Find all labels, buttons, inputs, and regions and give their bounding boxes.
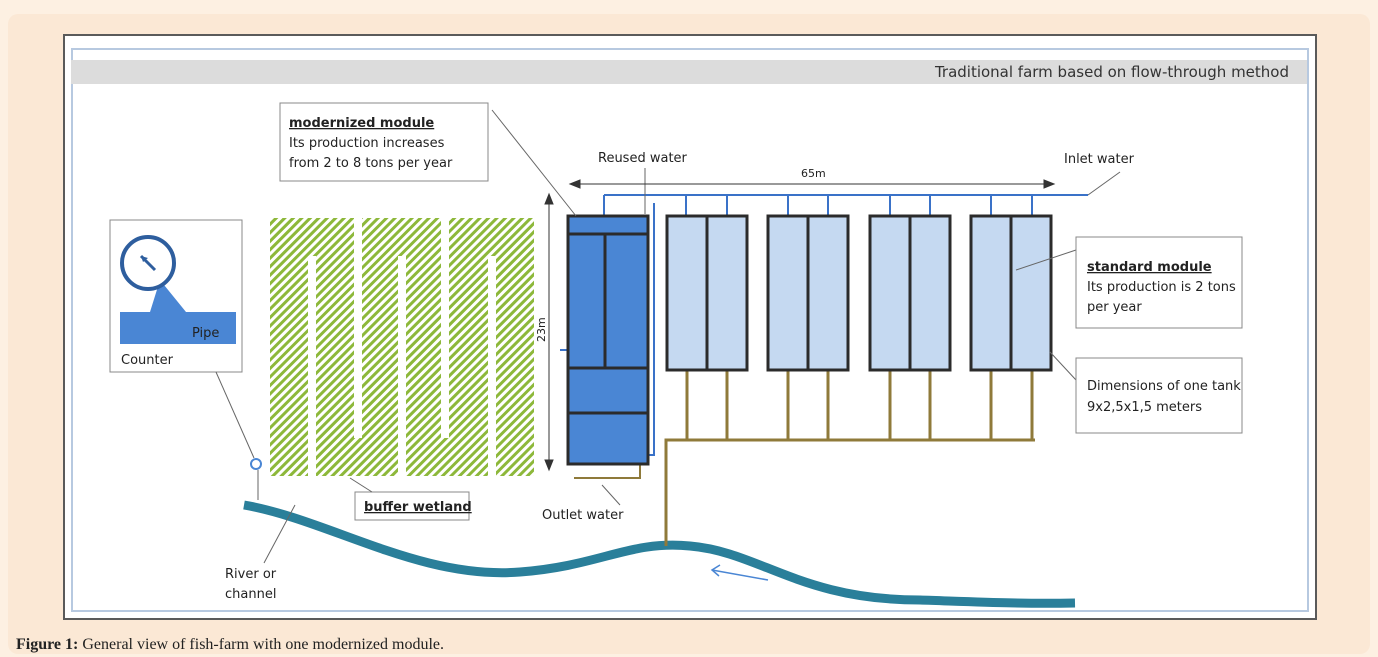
river-leader-line <box>263 504 296 564</box>
title-bar: Traditional farm based on flow-through m… <box>71 60 1307 84</box>
flow-arrow-icon <box>710 564 769 581</box>
outlet-pipe-network <box>664 370 1035 546</box>
inlet-water-label: Inlet water <box>1064 152 1135 167</box>
modernized-callout-box <box>279 102 489 182</box>
river-channel <box>243 500 1076 608</box>
modernized-leader-line <box>491 109 577 217</box>
caption-prefix: Figure 1: <box>16 636 79 653</box>
diagram-title: Traditional farm based on flow-through m… <box>934 63 1289 81</box>
wetland-channel <box>354 218 362 438</box>
outlet-pipe-modernized <box>574 464 641 479</box>
dimensions-line1: Dimensions of one tank <box>1087 379 1241 394</box>
counter-label: Counter <box>121 353 174 368</box>
outlet-water-label: Outlet water <box>542 508 624 523</box>
width-dimension-arrow <box>544 192 554 472</box>
wetland-channel <box>308 256 316 476</box>
width-label: 23m <box>535 317 548 342</box>
length-dimension-arrow <box>568 179 1056 189</box>
standard-leader-line <box>1015 249 1077 271</box>
length-label: 65m <box>801 167 826 180</box>
modernized-heading: modernized module <box>289 116 434 131</box>
modernized-line1: Its production increases <box>289 136 445 151</box>
standard-line2: per year <box>1087 300 1142 315</box>
wetland-channel <box>441 218 449 438</box>
standard-modules <box>665 214 1053 372</box>
buffer-wetland-area <box>270 218 534 476</box>
pipe-shape <box>120 288 236 344</box>
wetland-leader-line <box>349 477 373 493</box>
meter-icon <box>250 458 262 470</box>
standard-heading: standard module <box>1087 260 1212 275</box>
dimensions-line2: 9x2,5x1,5 meters <box>1087 400 1202 415</box>
wetland-channel <box>488 256 496 476</box>
counter-leader-line <box>215 371 255 459</box>
wetland-channel <box>398 256 406 476</box>
river-label-line2: channel <box>225 587 276 602</box>
figure-caption: Figure 1: General view of fish-farm with… <box>16 636 444 654</box>
counter-box <box>109 219 243 373</box>
dimensions-callout-box <box>1075 357 1243 434</box>
diagram-inner-border <box>71 48 1309 612</box>
pipe-label: Pipe <box>192 326 219 341</box>
reused-water-label: Reused water <box>598 151 688 166</box>
modernized-line2: from 2 to 8 tons per year <box>289 156 453 171</box>
river-label-line1: River or <box>225 567 277 582</box>
outlet-leader-line <box>601 484 621 506</box>
standard-callout-box <box>1075 236 1243 329</box>
dimensions-leader-line <box>1049 351 1077 381</box>
buffer-wetland-label: buffer wetland <box>364 500 472 515</box>
caption-text: General view of fish-farm with one moder… <box>78 636 445 653</box>
modernized-module <box>566 214 650 466</box>
inlet-leader-line <box>1087 171 1121 196</box>
buffer-wetland-label-box <box>354 491 470 521</box>
standard-line1: Its production is 2 tons <box>1087 280 1236 295</box>
